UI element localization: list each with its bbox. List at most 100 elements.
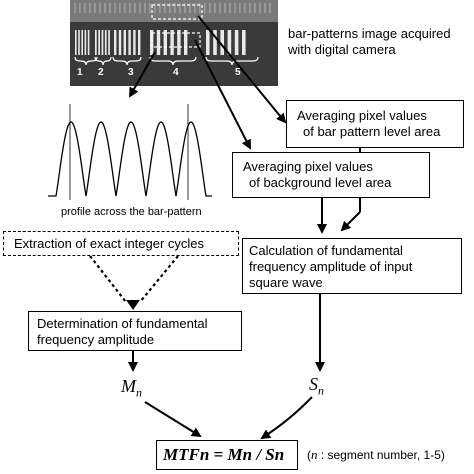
arrow-photo-to-avg-bg	[194, 39, 251, 150]
formula-eq: =	[209, 445, 228, 464]
photo-strip-bar	[194, 3, 196, 13]
mn-sub: n	[136, 385, 142, 400]
photo-strip-bar	[179, 3, 181, 13]
arrow-photo-to-avg-bar	[197, 15, 287, 124]
note-text: : segment number, 1-5)	[317, 448, 445, 462]
photo-bar	[104, 30, 107, 55]
profile-caption: profile across the bar-pattern	[61, 206, 202, 218]
determination-box: Determination of fundamental frequency a…	[28, 311, 242, 351]
photo-strip-bar	[214, 3, 216, 13]
photo-bar	[128, 30, 131, 55]
photo-bar	[170, 30, 174, 55]
arrow-avg-bar-to-calc	[340, 211, 361, 232]
photo-bar	[114, 30, 117, 55]
segment-braces	[74, 56, 259, 66]
photo-bar	[213, 30, 217, 55]
photo-strip-bar	[109, 3, 111, 13]
note-var: n	[311, 447, 318, 462]
avg-bar-line2: of bar pattern level area	[303, 124, 441, 139]
calc-line1: Calculation of fundamental	[249, 243, 403, 258]
photo-bar	[118, 30, 122, 55]
segment-note: (n : segment number, 1-5)	[307, 447, 445, 463]
photo-bar	[156, 30, 161, 55]
photo-strip-bar	[144, 3, 146, 13]
photo-bar	[108, 30, 110, 55]
photo-caption-line1: bar-patterns image acquired	[288, 26, 451, 41]
background-area-marker	[151, 4, 203, 20]
photo-strip-bar	[79, 3, 81, 13]
photo-bar	[150, 30, 154, 55]
photo-caption: bar-patterns image acquired with digital…	[288, 26, 451, 58]
photo-strip-bar	[134, 3, 136, 13]
photo-bar	[84, 30, 87, 55]
photo-strip-bar	[94, 3, 96, 13]
segment-label-2: 2	[98, 67, 104, 78]
photo-strip-bar	[264, 3, 266, 13]
avg-bar-line1: Averaging pixel values	[297, 108, 427, 123]
mtf-formula: MTFn = Mn / Sn	[163, 445, 297, 465]
photo-bar	[98, 30, 100, 55]
photo-strip-bar	[84, 3, 86, 13]
photo-strip-bar	[229, 3, 231, 13]
photo-strip-bar	[254, 3, 256, 13]
segment-label-3: 3	[128, 67, 134, 78]
photo-bar	[234, 30, 239, 55]
photo-bar	[177, 30, 181, 55]
formula-s: Sn	[265, 445, 285, 464]
photo-strip-bar	[99, 3, 101, 13]
photo-strip-bar	[74, 3, 76, 13]
photo-strip-bar	[154, 3, 156, 13]
avg-bg-line2: of background level area	[249, 175, 392, 190]
photo-strip-bar	[259, 3, 261, 13]
photo-strip-bar	[169, 3, 171, 13]
photo-strip-bar	[209, 3, 211, 13]
photo-bar	[227, 30, 232, 55]
photo-strip-bar	[159, 3, 161, 13]
avg-bg-line1: Averaging pixel values	[243, 159, 373, 174]
photo-strip-bar	[184, 3, 186, 13]
photo-strip-bar	[219, 3, 221, 13]
avg-bar-level-box: Averaging pixel values of bar pattern le…	[286, 100, 464, 148]
photo-strip-bar	[189, 3, 191, 13]
sn-sub: n	[318, 383, 324, 398]
photo-strip-bar	[124, 3, 126, 13]
dotted-arrows	[89, 255, 179, 303]
photo-strip-bar	[269, 3, 271, 13]
photo-bar	[138, 30, 141, 55]
dotted-arrowhead	[126, 300, 140, 310]
avg-background-level-box: Averaging pixel values of background lev…	[232, 152, 430, 198]
dotted-left	[89, 255, 127, 303]
bar-area-marker	[151, 32, 201, 48]
arrow-sn-to-formula	[260, 396, 313, 440]
photo-strip-bar	[114, 3, 116, 13]
note-open: (	[307, 448, 311, 462]
mn-base: M	[121, 376, 136, 396]
extraction-box: Extraction of exact integer cycles	[3, 231, 239, 256]
photo-bar	[78, 30, 80, 55]
extraction-line1: Extraction of exact integer cycles	[14, 236, 205, 251]
photo-bar	[206, 30, 210, 55]
photo-bar	[133, 30, 136, 55]
bar-pattern-photo	[70, 0, 278, 86]
photo-strip-bar	[129, 3, 131, 13]
mn-label: Mn	[121, 376, 142, 401]
photo-bar	[101, 30, 104, 55]
calc-line3: square wave	[249, 275, 323, 290]
formula-slash: /	[252, 445, 266, 464]
calculation-box: Calculation of fundamental frequency amp…	[242, 238, 462, 294]
photo-strip-bar	[239, 3, 241, 13]
photo-strip-bar	[224, 3, 226, 13]
photo-bar	[123, 30, 126, 55]
formula-mtf: MTFn	[163, 445, 210, 464]
photo-bar	[163, 30, 167, 55]
calc-line2: frequency amplitude of input	[249, 259, 413, 274]
photo-strip-bar	[89, 3, 91, 13]
photo-bar	[184, 30, 188, 55]
determination-line2: frequency amplitude	[37, 332, 155, 347]
sn-base: S	[309, 374, 318, 394]
segment-label-1: 1	[77, 67, 83, 78]
photo-strip-bar	[199, 3, 201, 13]
photo-bar	[95, 30, 97, 55]
photo-strip-bar	[249, 3, 251, 13]
